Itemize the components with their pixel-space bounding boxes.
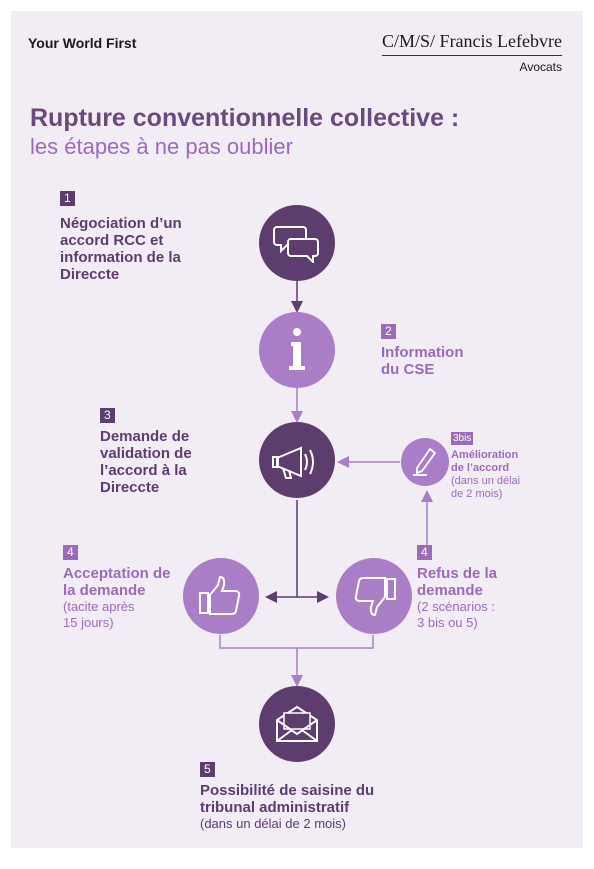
step-4-refuse-line: demande <box>417 582 483 599</box>
step-4-refuse: 4 Refus de la demande (2 scénarios : 3 b… <box>417 543 497 631</box>
step-1-line: Négociation d’un <box>60 215 182 232</box>
step-1-line: Direccte <box>60 266 120 283</box>
brand-name: C/M/S/ Francis Lefebvre <box>382 31 562 56</box>
step-5-line: Possibilité de saisine du <box>200 782 375 799</box>
step-3-line: Demande de <box>100 428 190 445</box>
step-3-line: Direccte <box>100 479 160 496</box>
thumbs-down-icon <box>354 577 396 617</box>
envelope-icon <box>276 705 318 742</box>
step-3-circle <box>259 422 335 498</box>
step-4-refuse-note: 3 bis ou 5) <box>417 615 478 630</box>
step-1-line: accord RCC et <box>60 232 164 249</box>
step-4-accept-circle <box>183 558 259 634</box>
step-2-number: 2 <box>381 324 396 339</box>
step-3-line: l’accord à la <box>100 462 187 479</box>
step-3-line: validation de <box>100 445 192 462</box>
step-4-refuse-circle <box>336 558 412 634</box>
step-1-circle <box>259 205 335 281</box>
step-4-accept-line: la demande <box>63 582 146 599</box>
bracket-4 <box>219 635 374 649</box>
step-4-accept-note: 15 jours) <box>63 615 114 630</box>
step-5-line: tribunal administratif <box>200 799 350 816</box>
step-1-number: 1 <box>60 191 75 206</box>
step-5: 5 Possibilité de saisine du tribunal adm… <box>200 760 374 832</box>
step-4-refuse-number: 4 <box>417 545 432 560</box>
step-5-number: 5 <box>200 762 215 777</box>
speech-bubbles-icon <box>273 226 319 263</box>
step-3bis-number: 3bis <box>451 432 474 445</box>
brand-subtitle: Avocats <box>519 60 562 74</box>
step-4-refuse-line: Refus de la <box>417 565 498 582</box>
step-2-line: Information <box>381 344 464 361</box>
step-3: 3 Demande de validation de l’accord à la… <box>100 406 192 496</box>
step-3bis-circle <box>401 438 449 486</box>
page-title: Rupture conventionnelle collective : <box>30 104 460 132</box>
step-4-accept-note: (tacite après <box>63 599 135 614</box>
info-icon <box>289 328 305 370</box>
step-4-accept-line: Acceptation de <box>63 565 171 582</box>
step-2-circle <box>259 312 335 388</box>
brand-logo: C/M/S/ Francis Lefebvre Avocats <box>382 31 562 74</box>
step-1: 1 Négociation d’un accord RCC et informa… <box>60 189 182 283</box>
step-2: 2 Information du CSE <box>381 322 464 378</box>
step-4-accept: 4 Acceptation de la demande (tacite aprè… <box>63 543 171 631</box>
step-5-note: (dans un délai de 2 mois) <box>200 816 346 831</box>
step-1-line: information de la <box>60 249 181 266</box>
step-3bis-note: de 2 mois) <box>451 488 503 500</box>
step-3bis-line: de l’accord <box>451 462 510 474</box>
step-3bis-line: Amélioration <box>451 449 519 461</box>
step-3bis-note: (dans un délai <box>451 475 521 487</box>
step-2-line: du CSE <box>381 361 435 378</box>
megaphone-icon <box>272 446 314 479</box>
thumbs-up-icon <box>199 575 241 615</box>
step-4-refuse-note: (2 scénarios : <box>417 599 496 614</box>
step-3bis: 3bis Amélioration de l’accord (dans un d… <box>451 428 520 501</box>
step-5-circle <box>259 686 335 762</box>
page-subtitle: les étapes à ne pas oublier <box>30 134 293 159</box>
step-4-accept-number: 4 <box>63 545 78 560</box>
step-3-number: 3 <box>100 408 115 423</box>
tagline: Your World First <box>28 35 137 51</box>
pen-icon <box>413 447 437 476</box>
